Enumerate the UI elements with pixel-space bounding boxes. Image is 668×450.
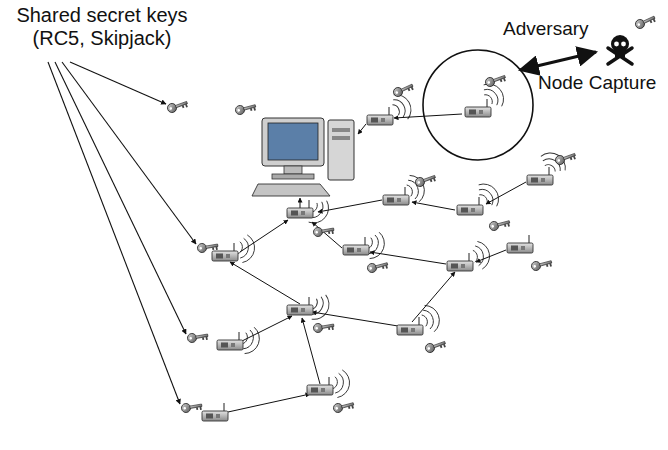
capture-circle xyxy=(423,50,533,160)
adversary-label: Adversary xyxy=(503,18,589,40)
key-leader-lines xyxy=(48,62,196,404)
sensor-motes xyxy=(202,99,553,421)
capture-label: Node Capture xyxy=(538,72,656,94)
capture-arrow xyxy=(520,52,596,70)
key-caption: Shared secret keys (RC5, Skipjack) xyxy=(8,4,196,50)
key-icons xyxy=(166,13,656,413)
radio-waves xyxy=(237,79,570,400)
mote-links xyxy=(228,114,526,412)
adversary-skull xyxy=(608,35,632,64)
base-station-computer xyxy=(252,118,354,196)
